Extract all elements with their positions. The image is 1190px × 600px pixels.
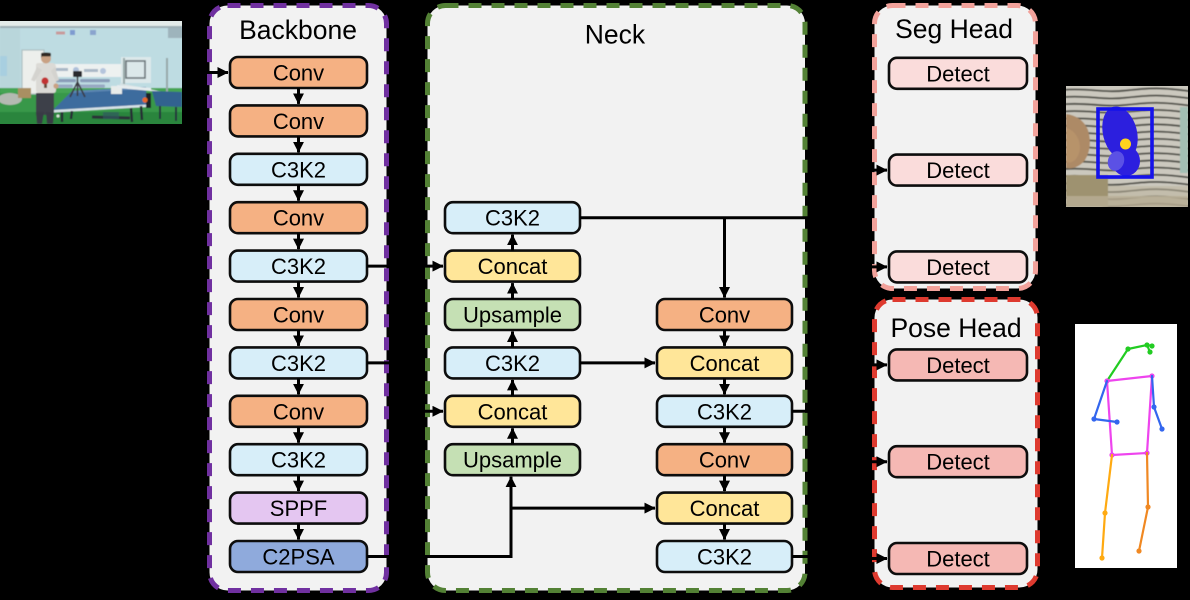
svg-text:C3K2: C3K2 [485,206,540,231]
svg-text:Conv: Conv [699,303,750,328]
svg-text:Conv: Conv [273,399,324,424]
svg-text:C3K2: C3K2 [697,399,752,424]
svg-text:Backbone: Backbone [239,15,357,45]
svg-text:C3K2: C3K2 [271,351,326,376]
svg-text:C3K2: C3K2 [697,545,752,570]
svg-text:Conv: Conv [273,206,324,231]
svg-text:SPPF: SPPF [270,496,327,521]
svg-text:Seg Head: Seg Head [895,14,1013,44]
svg-text:Conv: Conv [273,303,324,328]
svg-text:Detect: Detect [926,353,990,378]
svg-text:Concat: Concat [478,254,548,279]
svg-text:Conv: Conv [273,61,324,86]
svg-text:C3K2: C3K2 [271,448,326,473]
svg-text:Conv: Conv [699,448,750,473]
svg-text:C3K2: C3K2 [271,254,326,279]
svg-text:Upsample: Upsample [463,448,562,473]
svg-text:C3K2: C3K2 [485,351,540,376]
svg-text:Concat: Concat [690,496,760,521]
svg-text:Upsample: Upsample [463,303,562,328]
svg-text:Detect: Detect [926,450,990,475]
svg-text:C3K2: C3K2 [271,157,326,182]
svg-text:Conv: Conv [273,109,324,134]
svg-text:Detect: Detect [926,61,990,86]
svg-text:Detect: Detect [926,158,990,183]
svg-text:Concat: Concat [478,399,548,424]
svg-text:Pose Head: Pose Head [890,313,1021,343]
svg-text:Detect: Detect [926,255,990,280]
svg-text:Concat: Concat [690,351,760,376]
svg-text:C2PSA: C2PSA [262,545,334,570]
svg-text:Neck: Neck [585,20,646,50]
svg-text:Detect: Detect [926,547,990,572]
